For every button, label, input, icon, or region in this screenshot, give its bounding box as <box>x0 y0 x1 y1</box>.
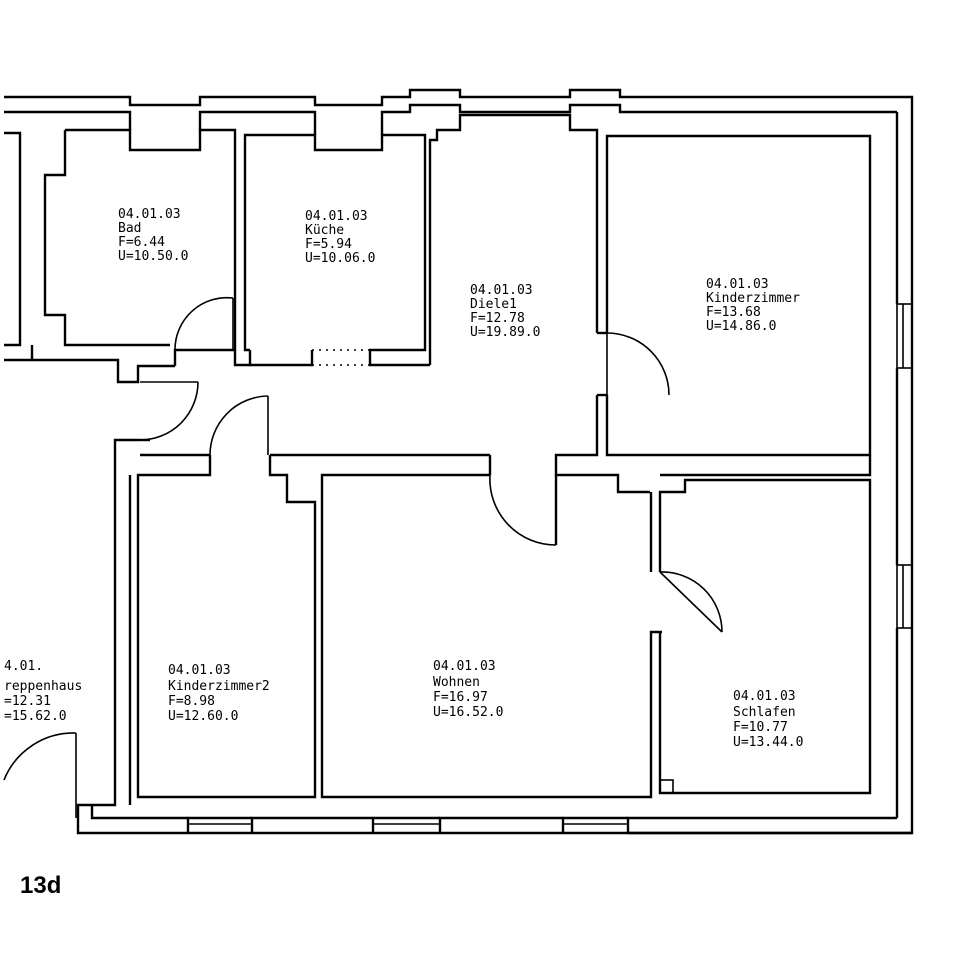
room-name: Bad <box>118 221 141 236</box>
room-code: 04.01.03 <box>118 207 181 222</box>
room-schlafen <box>658 478 872 795</box>
room-name: reppenhaus <box>4 679 82 694</box>
room-kueche <box>243 133 430 367</box>
label-treppenhaus: 4.01. reppenhaus =12.31 =15.62.0 <box>4 659 82 724</box>
outer-walls <box>4 88 914 835</box>
doors <box>3 296 723 818</box>
label-bad: 04.01.03 Bad F=6.44 U=10.50.0 <box>118 207 188 264</box>
room-perimeter: U=19.89.0 <box>470 325 540 340</box>
room-area: F=13.68 <box>706 305 761 320</box>
room-area: F=16.97 <box>433 690 488 705</box>
room-wohnen <box>320 455 662 799</box>
label-schlafen: 04.01.03 Schlafen F=10.77 U=13.44.0 <box>733 689 803 750</box>
room-name: Diele1 <box>470 297 517 312</box>
door-swing-wohnen <box>489 474 557 546</box>
room-area: F=8.98 <box>168 694 215 709</box>
label-kinderzimmer2: 04.01.03 Kinderzimmer2 F=8.98 U=12.60.0 <box>168 663 270 724</box>
room-code: 04.01.03 <box>733 689 796 704</box>
room-diele <box>140 113 650 494</box>
door-swing-entry <box>139 381 199 441</box>
room-kinderzimmer2 <box>128 455 317 805</box>
door-swing-kinderzimmer2 <box>209 395 269 456</box>
room-area: F=6.44 <box>118 235 165 250</box>
room-perimeter: U=10.50.0 <box>118 249 188 264</box>
room-code: 04.01.03 <box>706 277 769 292</box>
door-leaf-schlafen <box>659 571 723 633</box>
room-name: Küche <box>305 223 344 238</box>
door-swing-treppenhaus <box>3 732 77 781</box>
room-code: 04.01.03 <box>470 283 533 298</box>
label-wohnen: 04.01.03 Wohnen F=16.97 U=16.52.0 <box>433 659 503 720</box>
left-wall-fragment <box>4 131 175 384</box>
sheet-label: 13d <box>20 872 61 899</box>
door-swing-kinderzimmer <box>606 332 670 396</box>
room-name: Wohnen <box>433 675 480 690</box>
room-bad <box>30 128 250 367</box>
label-diele: 04.01.03 Diele1 F=12.78 U=19.89.0 <box>470 283 540 340</box>
room-kinderzimmer <box>597 134 872 477</box>
room-name: Schlafen <box>733 705 796 720</box>
door-swing-bad <box>174 296 234 351</box>
label-kueche: 04.01.03 Küche F=5.94 U=10.06.0 <box>305 209 375 266</box>
room-area: F=10.77 <box>733 720 788 735</box>
room-perimeter: U=16.52.0 <box>433 705 503 720</box>
room-perimeter: U=10.06.0 <box>305 251 375 266</box>
door-swing-schlafen <box>659 571 723 633</box>
room-area: F=12.78 <box>470 311 525 326</box>
room-code: 04.01.03 <box>433 659 496 674</box>
room-code: 04.01.03 <box>305 209 368 224</box>
label-kinderzimmer: 04.01.03 Kinderzimmer F=13.68 U=14.86.0 <box>706 277 800 334</box>
room-name: Kinderzimmer <box>706 291 800 306</box>
room-area: =12.31 <box>4 694 51 709</box>
room-perimeter: =15.62.0 <box>4 709 67 724</box>
room-perimeter: U=14.86.0 <box>706 319 776 334</box>
room-code: 04.01.03 <box>168 663 231 678</box>
room-name: Kinderzimmer2 <box>168 679 270 694</box>
room-perimeter: U=13.44.0 <box>733 735 803 750</box>
room-code: 4.01. <box>4 659 43 674</box>
room-area: F=5.94 <box>305 237 352 252</box>
room-perimeter: U=12.60.0 <box>168 709 238 724</box>
